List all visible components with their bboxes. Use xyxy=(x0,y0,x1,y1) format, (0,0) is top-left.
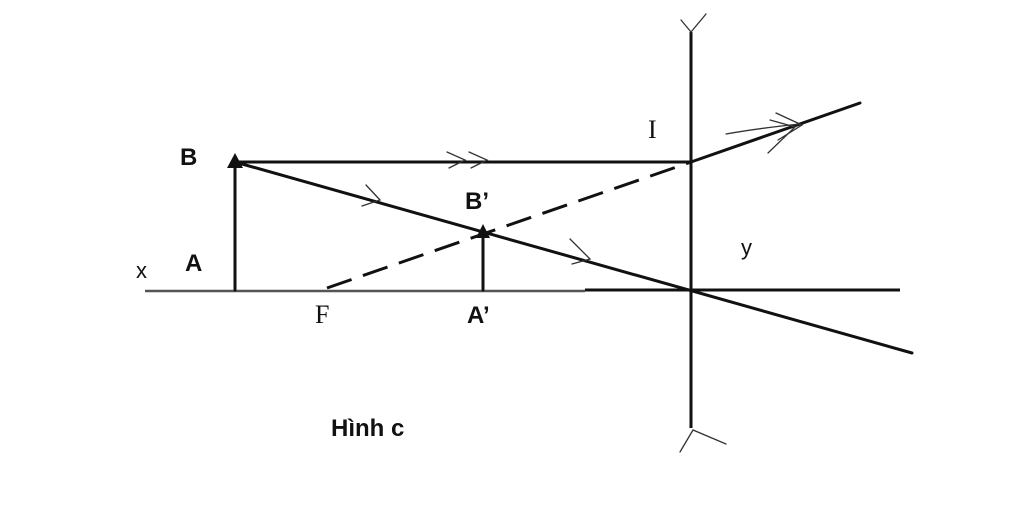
object-arrow-AB xyxy=(227,153,243,292)
label-B-prime: B’ xyxy=(465,188,489,215)
ray-through-center xyxy=(233,160,914,355)
ray-parallel xyxy=(233,151,693,169)
label-B: B xyxy=(180,144,197,171)
label-A: A xyxy=(185,250,202,277)
principal-axis xyxy=(145,288,900,293)
label-I: I xyxy=(648,115,657,144)
label-A-prime: A’ xyxy=(467,302,490,329)
figure-caption: Hình c xyxy=(331,415,404,442)
virtual-ray-extension xyxy=(326,160,692,290)
refracted-ray xyxy=(689,101,862,164)
label-F: F xyxy=(315,300,329,329)
diverging-lens xyxy=(679,13,727,453)
label-x: x xyxy=(136,258,147,283)
label-y: y xyxy=(741,235,752,260)
